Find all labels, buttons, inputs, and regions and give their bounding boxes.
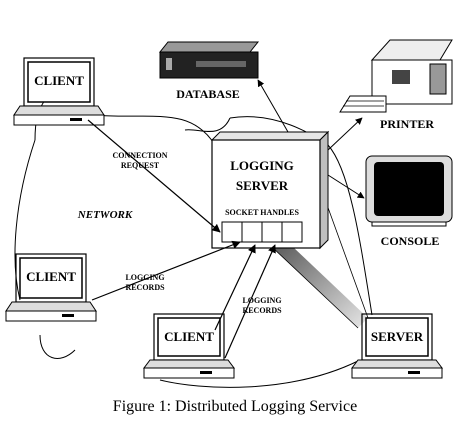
- client-top: CLIENT: [13, 57, 105, 126]
- connection-request-label-1: CONNECTION: [112, 151, 167, 160]
- printer-paper: [339, 95, 387, 113]
- client-left-label: CLIENT: [26, 269, 76, 284]
- socket-handle: [261, 221, 283, 243]
- client-bottom: CLIENT: [143, 313, 235, 379]
- printer-label: PRINTER: [380, 117, 434, 131]
- database-device: DATABASE: [158, 41, 260, 101]
- server-node: SERVER: [351, 313, 443, 379]
- printer-device: PRINTER: [339, 39, 453, 131]
- server-label: SERVER: [371, 329, 424, 344]
- client-left: CLIENT: [5, 253, 97, 322]
- arrow-connection-request: [87, 119, 221, 233]
- logging-server-label-1: LOGGING: [230, 158, 294, 173]
- arrow-to-printer: [327, 117, 363, 151]
- socket-handles-label: SOCKET HANDLES: [225, 208, 299, 217]
- arrow-to-console: [327, 174, 365, 199]
- console-device: CONSOLE: [365, 155, 453, 248]
- drive-light: [166, 58, 172, 70]
- disk-slot: [70, 118, 82, 121]
- printer-side: [429, 63, 447, 95]
- database-label: DATABASE: [176, 87, 240, 101]
- arrow-to-database: [257, 79, 289, 133]
- arrow-logging-records-bottom-a: [214, 244, 256, 331]
- beam-edge: [271, 246, 359, 329]
- console-label: CONSOLE: [381, 234, 440, 248]
- socket-handle: [281, 221, 303, 243]
- drive-slot: [196, 61, 246, 67]
- logging-server-label-2: SERVER: [236, 178, 289, 193]
- logging-records-left-label-1: LOGGING: [125, 273, 164, 282]
- logging-records-left-label-2: RECORDS: [125, 283, 165, 292]
- arrow-logging-records-left: [91, 240, 241, 301]
- figure-caption: Figure 1: Distributed Logging Service: [112, 398, 358, 415]
- socket-handle: [241, 221, 263, 243]
- printer-panel: [392, 70, 410, 84]
- server-connection-beam: [272, 247, 368, 328]
- client-bottom-label: CLIENT: [164, 329, 214, 344]
- logging-server: LOGGING SERVER SOCKET HANDLES: [210, 130, 330, 250]
- socket-handle: [221, 221, 243, 243]
- disk-slot: [200, 371, 212, 374]
- logging-records-bottom-label-1: LOGGING: [242, 296, 281, 305]
- connection-request-label-2: REQUEST: [121, 161, 160, 170]
- disk-slot: [408, 371, 420, 374]
- disk-slot: [62, 314, 74, 317]
- network-label: NETWORK: [77, 209, 133, 221]
- logging-records-bottom-label-2: RECORDS: [242, 306, 282, 315]
- arrow-logging-records-bottom-b: [224, 244, 276, 359]
- client-top-label: CLIENT: [34, 73, 84, 88]
